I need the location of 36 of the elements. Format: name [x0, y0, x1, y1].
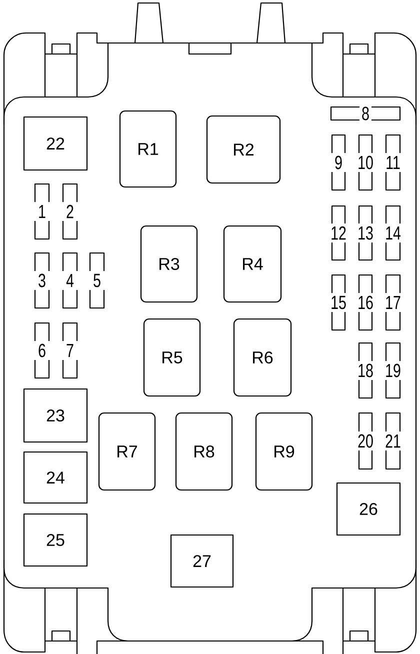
- relay: R9: [255, 412, 313, 491]
- large-fuse: 22: [23, 116, 88, 171]
- relay: R4: [223, 225, 282, 303]
- relay: R2: [206, 115, 281, 184]
- fuse: 7: [62, 322, 78, 379]
- fuse: 8: [330, 106, 401, 121]
- fuse: 2: [62, 183, 78, 240]
- relay: R8: [175, 412, 233, 491]
- relay: R7: [98, 412, 156, 491]
- fuse: 13: [358, 205, 373, 261]
- fuse: 16: [358, 274, 373, 331]
- fuse: 14: [385, 205, 401, 261]
- fuse: 21: [385, 412, 401, 470]
- fuse: 17: [385, 274, 401, 331]
- fuse: 10: [358, 134, 373, 191]
- fuse: 15: [331, 274, 346, 331]
- large-fuse: 24: [23, 451, 88, 504]
- relay: R1: [119, 110, 177, 188]
- fuse: 3: [34, 252, 50, 309]
- fuse: 19: [385, 342, 401, 399]
- fuse: 20: [358, 412, 373, 470]
- fuse: 18: [358, 342, 373, 399]
- fuse: 1: [34, 183, 50, 240]
- fuse: 12: [331, 205, 346, 261]
- relay: R5: [143, 318, 201, 397]
- fuse: 9: [331, 134, 346, 191]
- fuse: 5: [89, 252, 105, 309]
- fuse: 4: [62, 252, 78, 309]
- large-fuse: 25: [23, 513, 88, 567]
- large-fuse: 27: [170, 534, 234, 588]
- fuse: 6: [34, 322, 50, 379]
- large-fuse: 23: [23, 388, 88, 443]
- large-fuse: 26: [336, 482, 401, 536]
- relay: R6: [233, 318, 292, 397]
- fuse: 11: [385, 134, 401, 191]
- relay: R3: [140, 225, 198, 303]
